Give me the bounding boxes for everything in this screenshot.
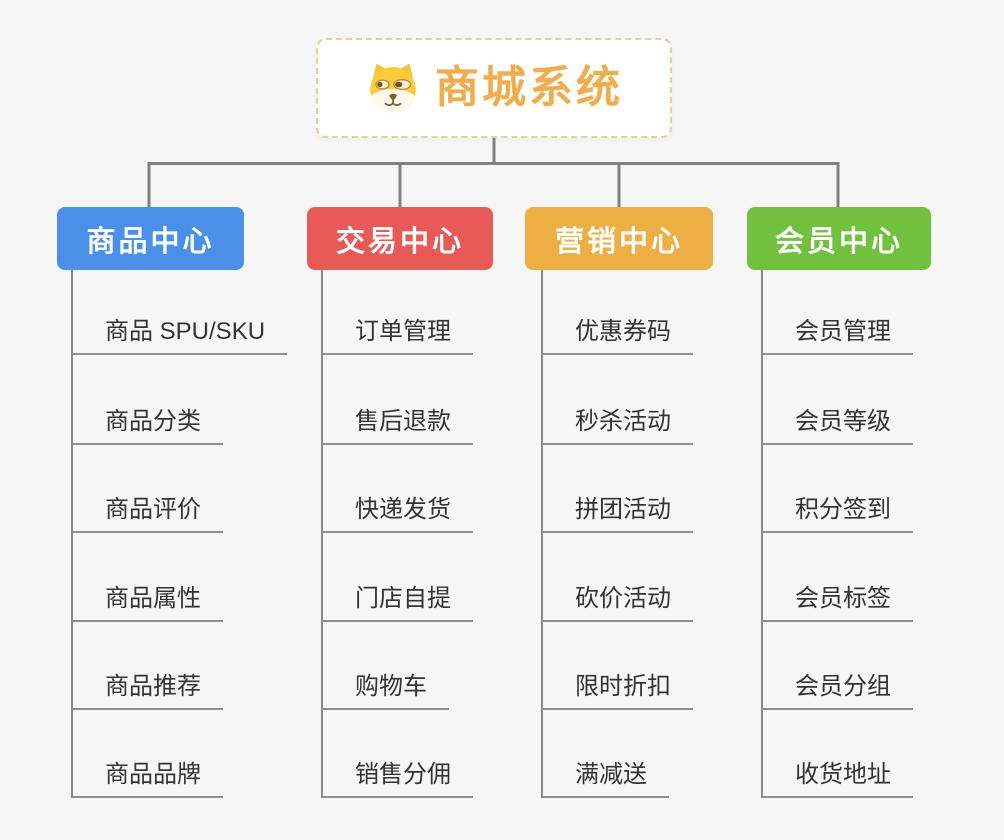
branch-bus-line bbox=[147, 162, 840, 207]
leaf-node[interactable]: 限时折扣 bbox=[543, 673, 693, 710]
root-title: 商城系统 bbox=[435, 63, 623, 112]
branch-node-marketing-center[interactable]: 营销中心 bbox=[525, 207, 713, 270]
branch-node-member-center[interactable]: 会员中心 bbox=[747, 207, 931, 270]
branch-node-product-center[interactable]: 商品中心 bbox=[57, 207, 244, 270]
leaf-node[interactable]: 优惠券码 bbox=[543, 318, 693, 355]
leaf-node[interactable]: 订单管理 bbox=[323, 318, 473, 355]
leaf-node[interactable]: 会员等级 bbox=[763, 408, 913, 445]
leaf-node[interactable]: 积分签到 bbox=[763, 496, 913, 533]
leaf-node[interactable]: 商品分类 bbox=[73, 408, 223, 445]
branch-node-trade-center[interactable]: 交易中心 bbox=[307, 207, 493, 270]
leaf-node[interactable]: 会员管理 bbox=[763, 318, 913, 355]
leaf-node[interactable]: 收货地址 bbox=[763, 761, 913, 798]
leaf-node[interactable]: 砍价活动 bbox=[543, 585, 693, 622]
leaf-node[interactable]: 满减送 bbox=[543, 761, 669, 798]
leaf-node[interactable]: 会员分组 bbox=[763, 673, 913, 710]
leaf-node[interactable]: 门店自提 bbox=[323, 585, 473, 622]
leaf-node[interactable]: 快递发货 bbox=[323, 496, 473, 533]
branch-column-member-center: 会员管理 会员等级 积分签到 会员标签 会员分组 收货地址 bbox=[761, 270, 913, 798]
leaf-node[interactable]: 会员标签 bbox=[763, 585, 913, 622]
leaf-node[interactable]: 商品 SPU/SKU bbox=[73, 318, 288, 355]
root-node[interactable]: 商城系统 bbox=[316, 38, 672, 138]
branch-column-product-center: 商品 SPU/SKU 商品分类 商品评价 商品属性 商品推荐 商品品牌 bbox=[71, 270, 288, 798]
branch-column-marketing-center: 优惠券码 秒杀活动 拼团活动 砍价活动 限时折扣 满减送 bbox=[541, 270, 693, 798]
leaf-node[interactable]: 拼团活动 bbox=[543, 496, 693, 533]
leaf-node[interactable]: 购物车 bbox=[323, 673, 449, 710]
shiba-dog-icon bbox=[365, 60, 421, 116]
leaf-node[interactable]: 销售分佣 bbox=[323, 761, 473, 798]
leaf-node[interactable]: 商品评价 bbox=[73, 496, 223, 533]
leaf-node[interactable]: 秒杀活动 bbox=[543, 408, 693, 445]
leaf-node[interactable]: 售后退款 bbox=[323, 408, 473, 445]
leaf-node[interactable]: 商品推荐 bbox=[73, 673, 223, 710]
leaf-node[interactable]: 商品品牌 bbox=[73, 761, 223, 798]
leaf-node[interactable]: 商品属性 bbox=[73, 585, 223, 622]
branch-column-trade-center: 订单管理 售后退款 快递发货 门店自提 购物车 销售分佣 bbox=[321, 270, 473, 798]
